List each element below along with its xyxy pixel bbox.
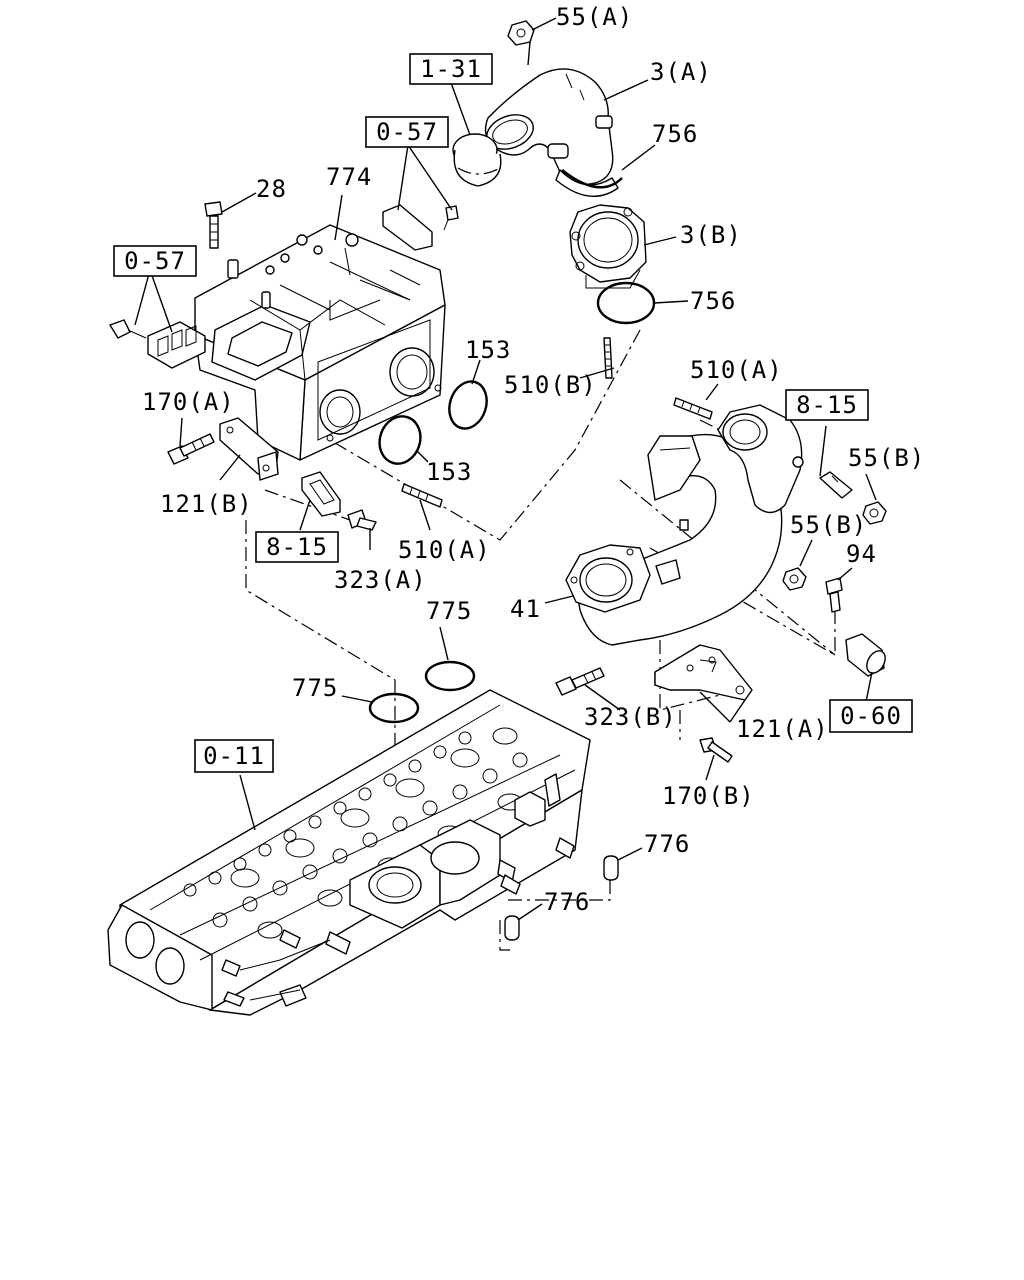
callout-776-lower: 776	[544, 888, 590, 916]
ref-box-0-11[interactable]: 0-11	[194, 739, 274, 773]
callout-153-lower: 153	[426, 458, 472, 486]
callout-55b-upper: 55(B)	[848, 444, 925, 472]
nut-55b-upper	[862, 501, 887, 525]
callout-323b: 323(B)	[584, 703, 677, 731]
nut-55a	[507, 20, 535, 46]
sensor-0-60	[845, 633, 886, 677]
sensor-8-15-right	[819, 471, 853, 499]
callout-121b: 121(B)	[160, 490, 253, 518]
bracket-0-57-upper	[382, 204, 459, 251]
callout-55a: 55(A)	[556, 3, 633, 31]
ref-box-1-31[interactable]: 1-31	[409, 53, 493, 85]
callout-775-right: 775	[426, 597, 472, 625]
callout-28: 28	[256, 175, 287, 203]
bolt-323a	[347, 509, 377, 531]
callout-labels: 55(A) 3(A) 756 3(B) 756 28 774 153 153 5…	[142, 3, 925, 916]
gasket-756-lower	[596, 281, 656, 325]
callout-776-right: 776	[644, 830, 690, 858]
callout-3b: 3(B)	[680, 221, 742, 249]
stud-510a-right	[673, 397, 713, 420]
bolt-170b	[699, 737, 733, 763]
callout-153-upper: 153	[465, 336, 511, 364]
callout-323a: 323(A)	[334, 566, 427, 594]
callout-3a: 3(A)	[650, 58, 712, 86]
hose-1-31	[452, 133, 502, 187]
o-ring-153-lower	[378, 415, 422, 465]
thermostat-housing-3a	[484, 68, 619, 197]
o-ring-775-right	[424, 660, 476, 692]
ref-label-0-11: 0-11	[203, 742, 265, 770]
stud-510a-left	[401, 483, 443, 508]
bolt-323b	[555, 667, 605, 696]
callout-756-lower: 756	[690, 287, 736, 315]
dowel-776-right	[603, 855, 619, 881]
nut-55b-lower	[782, 567, 807, 591]
gasket-756-upper	[561, 169, 623, 189]
callout-121a: 121(A)	[736, 715, 829, 743]
callout-774: 774	[326, 163, 372, 191]
callout-55b-lower: 55(B)	[790, 511, 867, 539]
bracket-121a	[654, 644, 753, 701]
bolt-28	[204, 201, 223, 249]
o-ring-153-upper	[448, 380, 488, 430]
ref-label-0-57-upper: 0-57	[376, 118, 438, 146]
callout-170b: 170(B)	[662, 782, 755, 810]
callout-510a-lower: 510(A)	[398, 536, 491, 564]
callout-756-upper: 756	[652, 120, 698, 148]
thermostat-housing-3b	[569, 204, 647, 289]
dowel-776-lower	[504, 915, 520, 941]
o-ring-775-left	[368, 692, 420, 724]
bolt-170a	[167, 433, 215, 465]
ref-box-8-15-right[interactable]: 8-15	[785, 389, 869, 421]
plate-121b	[219, 417, 279, 481]
ref-label-0-60: 0-60	[840, 702, 902, 730]
water-pipe-upper-right	[717, 404, 804, 514]
bracket-0-57-left	[109, 319, 206, 369]
ref-label-8-15-right: 8-15	[796, 391, 858, 419]
water-outlet-41	[565, 433, 783, 646]
ref-box-0-57-upper[interactable]: 0-57	[365, 116, 449, 148]
leader-lines	[134, 17, 877, 921]
ref-box-0-57-left[interactable]: 0-57	[113, 245, 197, 277]
gasket-8-15-left	[301, 471, 341, 517]
ref-label-0-57-left: 0-57	[124, 247, 186, 275]
ref-label-8-15-left: 8-15	[266, 533, 328, 561]
callout-41: 41	[510, 595, 541, 623]
ref-box-8-15-left[interactable]: 8-15	[255, 531, 339, 563]
stud-510b	[603, 337, 613, 379]
callout-170a: 170(A)	[142, 388, 235, 416]
manifold-774	[194, 224, 446, 461]
ref-label-1-31: 1-31	[420, 55, 482, 83]
ref-box-0-60[interactable]: 0-60	[829, 699, 913, 733]
bolt-94	[825, 577, 843, 613]
callout-510a-upper: 510(A)	[690, 356, 783, 384]
callout-510b: 510(B)	[504, 371, 597, 399]
cylinder-head-0-11	[107, 689, 591, 1016]
callout-94: 94	[846, 540, 877, 568]
callout-775-left: 775	[292, 674, 338, 702]
